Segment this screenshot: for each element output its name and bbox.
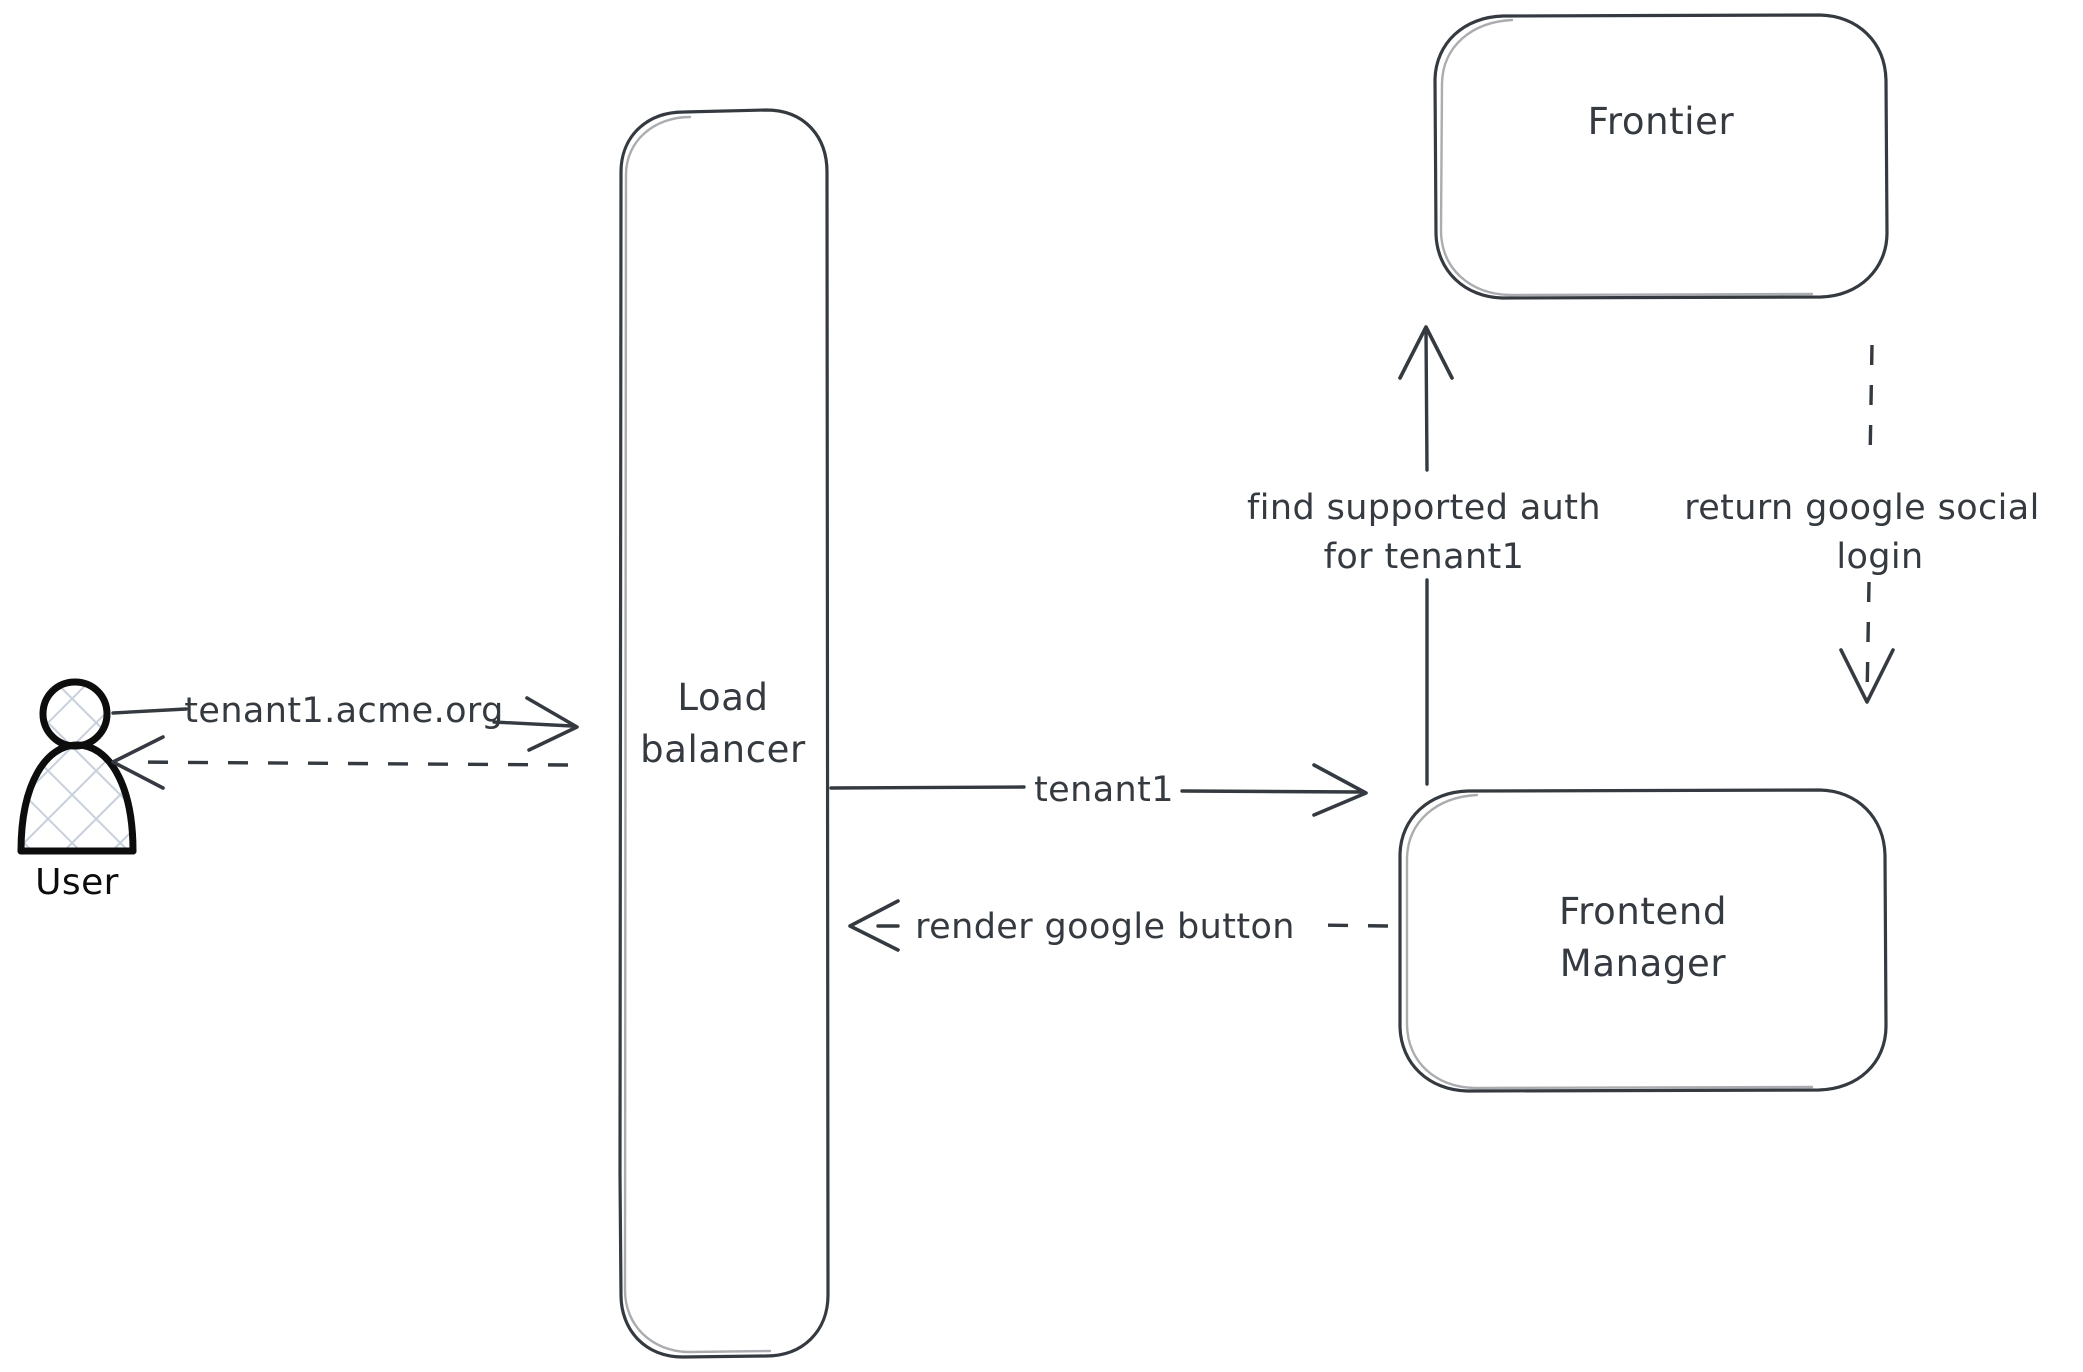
frontend-manager-label-line1: Frontend bbox=[1559, 890, 1727, 933]
load-balancer-label-line1: Load bbox=[677, 676, 768, 719]
edge-fm-to-lb-arrowhead-icon bbox=[848, 899, 900, 952]
edge-frontier-to-fm-arrowhead-icon bbox=[1839, 648, 1895, 704]
edge-fm-to-frontier-line-upper bbox=[1424, 328, 1429, 472]
edge-fm-to-lb-line bbox=[1309, 923, 1389, 928]
edge-lb-to-fm-line-left bbox=[829, 785, 1026, 790]
frontier-shape bbox=[1433, 13, 1889, 300]
frontend-manager-shape-inner bbox=[1405, 793, 1814, 1090]
edge-lb-to-user-line bbox=[129, 760, 569, 767]
edge-lb-to-fm-line-right bbox=[1180, 789, 1364, 794]
user-body-icon bbox=[17, 741, 137, 855]
edge-frontend-manager-to-frontier[interactable]: find supported auth for tenant1 bbox=[1247, 325, 1601, 786]
frontier-label: Frontier bbox=[1588, 100, 1735, 143]
edge-frontier-to-fm-label-line2: login bbox=[1836, 537, 1923, 577]
edge-load-balancer-to-frontend-manager[interactable]: tenant1 bbox=[829, 763, 1368, 817]
frontier-shape-inner bbox=[1439, 18, 1814, 297]
frontend-manager-label-line2: Manager bbox=[1560, 942, 1727, 985]
load-balancer-shape-inner bbox=[623, 115, 772, 1354]
edge-frontend-manager-to-load-balancer[interactable]: render google button bbox=[848, 899, 1389, 952]
edge-lb-to-user-arrowhead-icon bbox=[111, 735, 165, 790]
edge-fm-to-frontier-arrowhead-icon bbox=[1398, 325, 1454, 380]
user-body-fill bbox=[21, 744, 133, 853]
edge-user-to-lb-line-right bbox=[492, 720, 574, 728]
load-balancer-label-line2: balancer bbox=[640, 728, 806, 771]
edge-fm-to-frontier-label-line2: for tenant1 bbox=[1324, 537, 1525, 577]
node-frontier[interactable]: Frontier bbox=[1433, 13, 1889, 300]
edge-fm-to-frontier-label-line1: find supported auth bbox=[1247, 488, 1601, 528]
node-user[interactable]: User bbox=[17, 678, 137, 903]
edge-frontier-to-fm-label-line1: return google social bbox=[1684, 488, 2040, 528]
user-label: User bbox=[35, 862, 119, 903]
frontend-manager-shape bbox=[1398, 788, 1888, 1093]
edge-user-to-lb-label: tenant1.acme.org bbox=[184, 691, 503, 731]
edge-fm-to-lb-label: render google button bbox=[915, 907, 1295, 947]
edge-user-to-load-balancer[interactable]: tenant1.acme.org bbox=[111, 691, 579, 752]
edge-user-to-lb-line-left bbox=[111, 707, 188, 715]
edge-lb-to-fm-label: tenant1 bbox=[1034, 770, 1174, 810]
load-balancer-shape bbox=[618, 108, 830, 1359]
node-frontend-manager[interactable]: Frontend Manager bbox=[1398, 788, 1888, 1093]
edge-load-balancer-to-user[interactable] bbox=[111, 735, 569, 790]
edge-frontier-to-fm-line-lower bbox=[1865, 581, 1871, 701]
edge-frontier-to-frontend-manager[interactable]: return google social login bbox=[1684, 344, 2040, 704]
user-head-fill bbox=[44, 683, 106, 745]
edge-user-to-lb-arrowhead-icon bbox=[525, 696, 579, 752]
edge-lb-to-fm-arrowhead-icon bbox=[1312, 763, 1368, 817]
node-load-balancer[interactable]: Load balancer bbox=[618, 108, 830, 1359]
edge-frontier-to-fm-line-upper bbox=[1868, 344, 1874, 463]
